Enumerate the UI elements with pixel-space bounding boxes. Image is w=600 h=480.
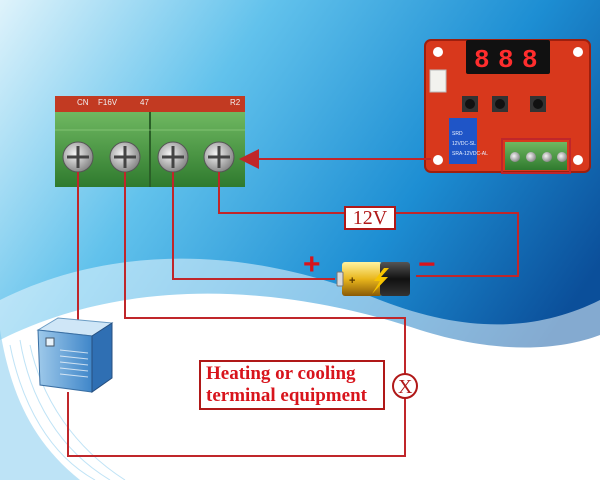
wire-load-common (124, 172, 406, 374)
thermostat-controller-board: 8 8 8 SRD 12VDC-SL SRA-12VDC-AL (424, 39, 591, 174)
wire-negative (218, 172, 519, 277)
terminal-screw-icon (526, 152, 536, 162)
svg-text:CN: CN (77, 98, 89, 107)
relay-terminal-block: CN F16V 47 R2 (55, 96, 245, 187)
relay-label: SRD (452, 131, 463, 137)
led-digit-2: 8 (498, 45, 514, 75)
relay-icon (449, 118, 477, 164)
svg-text:+: + (349, 275, 355, 287)
terminal-screw-icon (62, 141, 94, 173)
led-display (466, 40, 550, 74)
svg-text:47: 47 (140, 98, 149, 107)
wiring-lines (67, 149, 519, 457)
svg-text:R2: R2 (230, 98, 241, 107)
lamp-symbol: X (398, 376, 413, 398)
lamp-icon: X (392, 373, 418, 399)
terminal-screw-icon (542, 152, 552, 162)
terminal-screw-icon (157, 141, 189, 173)
led-digit-1: 8 (474, 45, 490, 75)
output-terminal-highlight (501, 138, 571, 174)
negative-sign: − (418, 248, 436, 281)
svg-text:SRA-12VDC-AL: SRA-12VDC-AL (452, 151, 488, 157)
equipment-label-line-2: terminal equipment (206, 385, 367, 406)
wire-load-return (67, 392, 406, 457)
power-connector (429, 69, 447, 93)
terminal-screw-icon (203, 141, 235, 173)
svg-text:12VDC-SL: 12VDC-SL (452, 141, 476, 147)
equipment-label-line-1: Heating or cooling (206, 363, 356, 384)
wire-positive (172, 172, 335, 280)
lightning-icon (372, 268, 389, 294)
voltage-label: 12V (344, 206, 396, 230)
battery-icon: + (336, 262, 410, 296)
equipment-label: Heating or cooling terminal equipment (199, 360, 385, 410)
chiller-unit-icon (36, 317, 114, 393)
mount-hole-icon (573, 155, 583, 165)
positive-sign: + (303, 248, 321, 281)
led-digit-3: 8 (522, 45, 538, 75)
mount-hole-icon (573, 47, 583, 57)
mount-hole-icon (433, 155, 443, 165)
mount-hole-icon (433, 47, 443, 57)
svg-text:F16V: F16V (98, 98, 118, 107)
terminal-screw-icon (557, 152, 567, 162)
terminal-screw-icon (510, 152, 520, 162)
terminal-screw-icon (109, 141, 141, 173)
